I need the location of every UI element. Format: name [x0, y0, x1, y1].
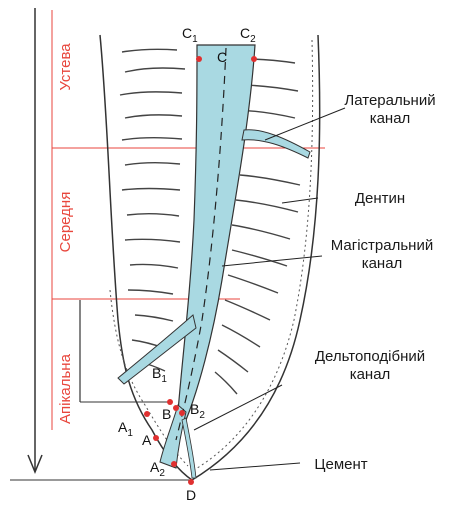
label-c: C — [217, 49, 227, 65]
label-b: B — [162, 406, 171, 422]
point-d — [188, 479, 194, 485]
point-c1 — [196, 56, 202, 62]
point-b — [173, 405, 179, 411]
zone-label-ustya: Устева — [57, 7, 75, 127]
point-b2 — [179, 410, 185, 416]
point-c2 — [251, 56, 257, 62]
point-a — [153, 435, 159, 441]
point-a1 — [144, 411, 150, 417]
svg-text:C2: C2 — [240, 25, 256, 45]
svg-text:A1: A1 — [118, 419, 133, 439]
lateral-canal — [242, 130, 310, 158]
label-a: A — [142, 432, 152, 448]
label-d: D — [186, 487, 196, 503]
main-canal — [178, 45, 255, 420]
point-b1 — [167, 399, 173, 405]
label-dentin: Дентин — [320, 190, 440, 208]
svg-text:B2: B2 — [190, 401, 205, 421]
svg-text:C1: C1 — [182, 25, 198, 45]
label-delta-canal: Дельтоподібний канал — [300, 348, 440, 384]
zone-label-apikalna: Апікальна — [57, 329, 75, 449]
point-a2 — [171, 461, 177, 467]
label-c1-letter: C — [182, 25, 192, 41]
label-main-canal: Магістральний канал — [316, 237, 448, 273]
zone-label-serednya: Середня — [57, 162, 75, 282]
svg-text:B1: B1 — [152, 365, 167, 385]
apical-delta-right — [182, 418, 196, 478]
label-lateral-canal: Латеральний канал — [330, 92, 450, 128]
label-cement: Цемент — [296, 456, 386, 474]
